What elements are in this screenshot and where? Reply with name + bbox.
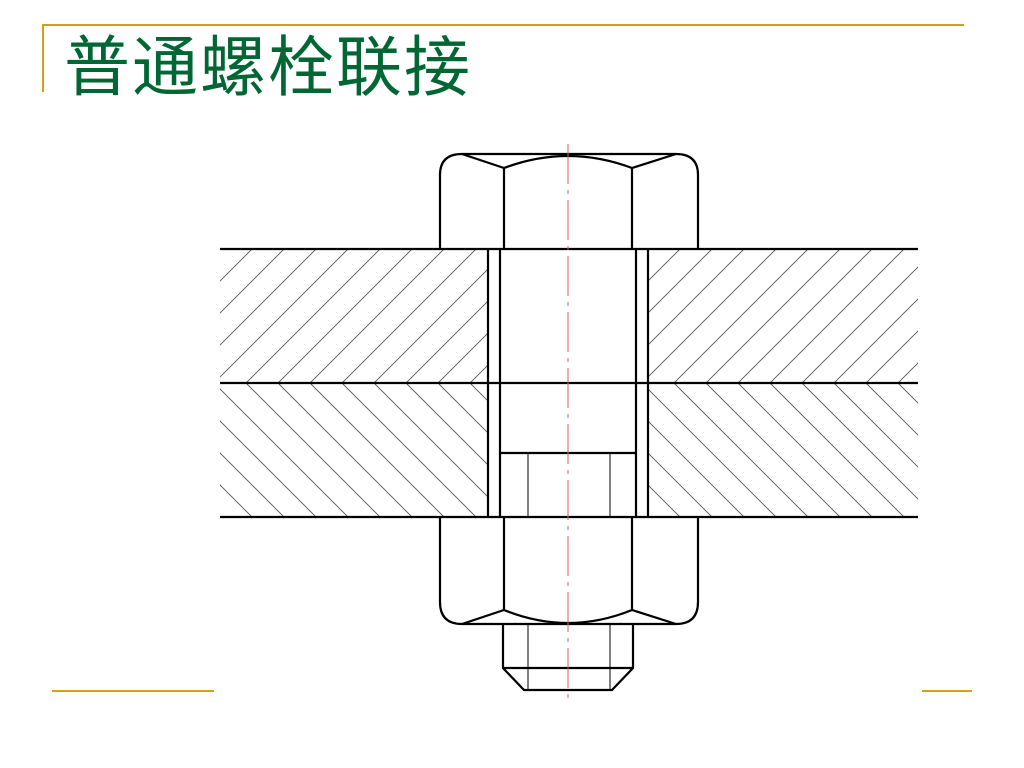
hatch-line — [673, 249, 809, 383]
hatch-line — [648, 388, 777, 517]
hatch-line — [897, 362, 918, 383]
hatch-line — [469, 383, 488, 402]
hatch-line — [865, 383, 918, 436]
hatch-line — [737, 383, 873, 517]
hatch-line — [220, 420, 317, 517]
hatch-line — [648, 516, 649, 517]
bottom-left-accent-line — [52, 690, 214, 692]
hatch-line — [220, 249, 285, 314]
hatch-line — [277, 249, 413, 383]
left-accent-line — [42, 24, 44, 92]
hatch-line — [220, 249, 317, 346]
hatch-line — [341, 383, 477, 517]
hatch-line — [277, 383, 413, 517]
hatch-line — [437, 332, 488, 383]
hatch-line — [737, 249, 873, 383]
hatch-line — [648, 249, 681, 282]
hatch-line — [341, 249, 477, 383]
hatch-line — [648, 249, 745, 346]
hatch-line — [897, 383, 918, 404]
upper-plate-left-hatching — [220, 249, 732, 383]
bolt-head — [438, 152, 700, 249]
hatch-line — [220, 249, 349, 378]
hatch-line — [648, 249, 649, 250]
hatch-line — [220, 249, 253, 282]
lower-plate-right-hatching — [648, 383, 1024, 517]
hatch-line — [220, 484, 253, 517]
hatch-line — [598, 383, 732, 517]
hatch-line — [648, 249, 713, 314]
hatch-line — [502, 249, 636, 383]
hatch-line — [930, 249, 1024, 383]
hatch-line — [705, 249, 841, 383]
hatch-line — [801, 266, 918, 383]
hatch-line — [437, 383, 488, 434]
hatch-line — [833, 383, 918, 468]
lower-plate-left-hatching — [220, 383, 732, 517]
hatch-line — [673, 383, 809, 517]
hatch-line — [705, 383, 841, 517]
hatch-line — [405, 383, 488, 466]
top-accent-line — [42, 24, 964, 26]
hatch-line — [309, 249, 445, 383]
bottom-right-accent-line — [922, 690, 972, 692]
hatch-line — [648, 484, 681, 517]
hatch-line — [245, 383, 381, 517]
hatch-line — [598, 249, 732, 383]
plates — [220, 247, 918, 519]
hatch-line — [801, 383, 918, 500]
hatch-line — [502, 383, 636, 517]
hatch-line — [833, 298, 918, 383]
hatch-line — [648, 452, 713, 517]
hatch-line — [566, 383, 700, 517]
hatch-line — [962, 383, 1024, 517]
hatch-line — [469, 364, 488, 383]
hatch-line — [994, 383, 1024, 517]
hatch-line — [220, 249, 221, 250]
hatch-line — [373, 268, 488, 383]
hatch-line — [930, 383, 1024, 517]
hatch-line — [220, 516, 221, 517]
hatch-line — [962, 249, 1024, 383]
hatch-line — [405, 300, 488, 383]
hatch-line — [220, 452, 285, 517]
hatch-line — [648, 249, 777, 378]
hatch-line — [373, 383, 488, 498]
hatch-line — [245, 249, 381, 383]
upper-plate-right-hatching — [648, 249, 1024, 383]
hatch-line — [865, 330, 918, 383]
nut — [438, 517, 700, 626]
slide-title: 普通螺栓联接 — [64, 29, 472, 106]
hatch-line — [769, 383, 905, 517]
hatch-line — [309, 383, 445, 517]
hatch-line — [994, 249, 1024, 383]
hatch-line — [566, 249, 700, 383]
hatch-line — [220, 388, 349, 517]
hatch-line — [769, 249, 905, 383]
hatch-line — [648, 420, 745, 517]
